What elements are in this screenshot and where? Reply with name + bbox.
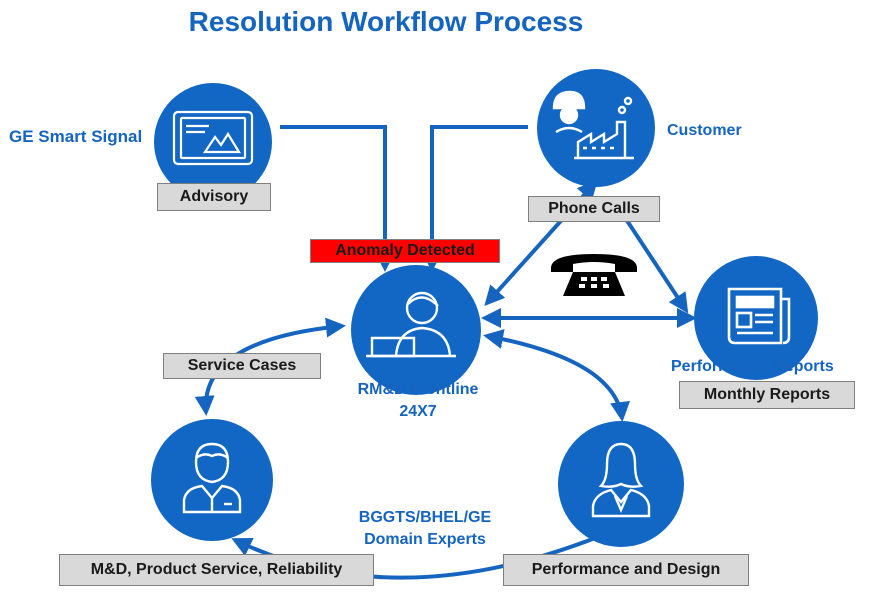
advisory-tag: Advisory	[157, 183, 271, 211]
anomaly-detected-tag: Anomaly Detected	[310, 239, 500, 263]
domain-experts-label-line2: Domain Experts	[364, 531, 486, 548]
smart-signal-arrow	[280, 125, 395, 272]
smart-signal-node	[154, 83, 272, 201]
performance-reports-node	[694, 256, 818, 380]
frontline-node	[351, 265, 481, 395]
md-reliability-tag: M&D, Product Service, Reliability	[59, 554, 374, 586]
frontline-label-line1: RM&D Frontline	[357, 381, 479, 398]
service-cases-tag: Service Cases	[163, 353, 321, 379]
newspaper-icon	[727, 287, 791, 345]
customer-node	[537, 69, 655, 187]
domain-experts-label-line1: BGGTS/BHEL/GE	[358, 509, 492, 526]
perf-expert-node	[558, 421, 684, 547]
performance-design-tag: Performance and Design	[503, 554, 749, 586]
frontline-label-line2: 24X7	[399, 403, 437, 420]
factory-worker-icon	[552, 90, 634, 160]
customer-arrow	[422, 125, 528, 272]
customer-reports-arrow	[618, 208, 689, 314]
tablet-chart-icon	[172, 110, 254, 166]
phone-calls-tag: Phone Calls	[528, 196, 660, 222]
male-expert-icon	[182, 442, 242, 514]
telephone-icon	[551, 254, 637, 296]
page-title: Resolution Workflow Process	[188, 6, 584, 37]
frontline-perf-expert-arrow	[483, 329, 630, 422]
monthly-reports-tag: Monthly Reports	[679, 381, 855, 409]
female-expert-icon	[591, 442, 651, 518]
laptop-user-icon	[366, 291, 456, 358]
md-expert-node	[151, 419, 273, 541]
smart-signal-label: GE Smart Signal	[9, 127, 143, 146]
customer-label: Customer	[667, 122, 742, 139]
performance-reports-label: Performance Reports	[671, 358, 834, 375]
